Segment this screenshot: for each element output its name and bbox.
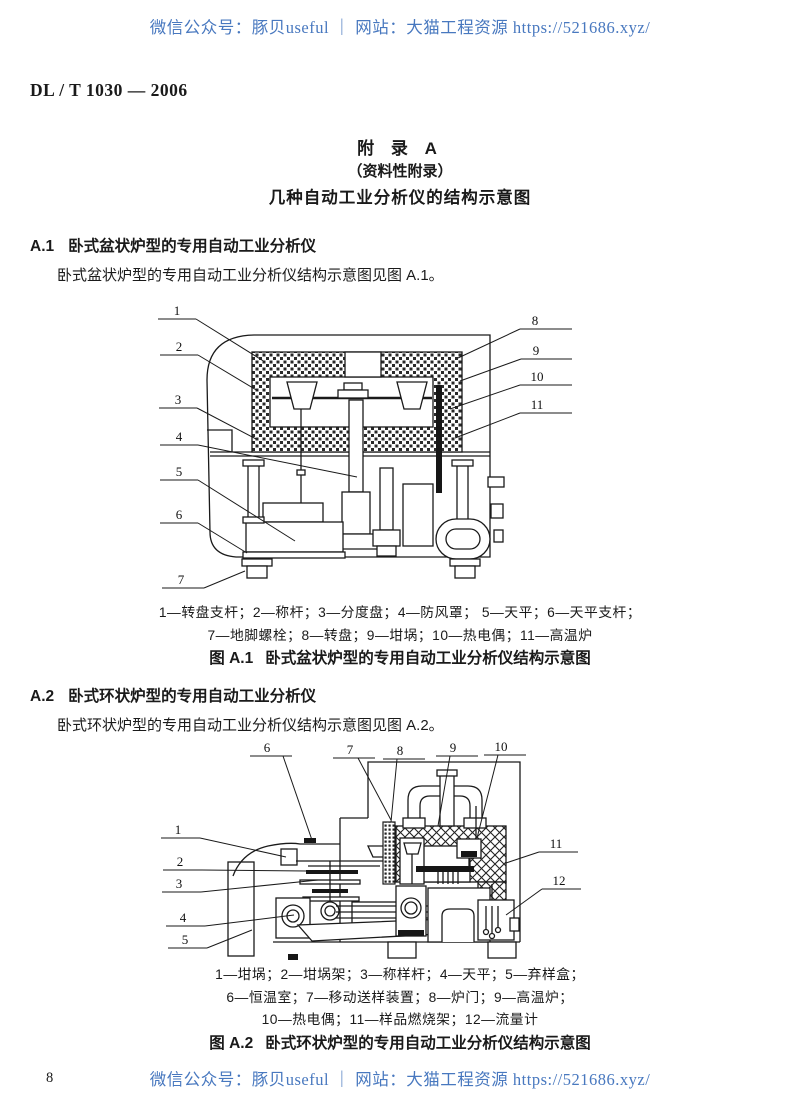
figure-a1-caption: 图 A.1 卧式盆状炉型的专用自动工业分析仪结构示意图 (0, 646, 800, 668)
svg-text:10: 10 (531, 369, 544, 384)
watermark-top: 微信公众号：豚贝useful ｜ 网站：大猫工程资源 https://52168… (149, 18, 651, 37)
svg-text:8: 8 (532, 313, 539, 328)
callout: 7 (333, 742, 392, 821)
appendix-heading: 几种自动工业分析仪的结构示意图 (268, 189, 532, 207)
svg-text:8: 8 (397, 743, 404, 758)
svg-text:7: 7 (347, 742, 354, 757)
svg-text:2: 2 (177, 854, 184, 869)
callout: 5 (168, 929, 253, 949)
figure-a2-diagram: 1 2 3 4 5 6 7 8 9 10 11 12 (161, 739, 581, 960)
svg-text:10: 10 (495, 739, 508, 754)
svg-text:4: 4 (180, 910, 187, 925)
svg-text:5: 5 (176, 464, 183, 479)
figure-a2-legend-line1: 1—坩埚；2—坩埚架；3—称样杆；4—天平；5—弃样盒； (215, 967, 585, 982)
page-number: 8 (46, 1070, 54, 1086)
figure-a2-caption: 图 A.2 卧式环状炉型的专用自动工业分析仪结构示意图 (0, 1031, 800, 1053)
callout: 8 (383, 743, 425, 823)
callout: 10 (449, 369, 572, 410)
callout: 1 (161, 822, 287, 858)
svg-text:1: 1 (174, 303, 181, 318)
figure-a2-legend-line2: 6—恒温室；7—移动送样装置；8—炉门；9—高温炉； (226, 990, 574, 1005)
figure-a2-label: 图 A.2 (209, 1035, 254, 1052)
callout: 4 (166, 910, 295, 927)
section-a1-number: A.1 (30, 238, 55, 255)
figure-a1-callouts: 1 2 3 4 5 6 7 8 9 10 11 (158, 303, 572, 589)
callout: 2 (163, 854, 308, 872)
svg-text:9: 9 (450, 740, 457, 755)
svg-text:3: 3 (176, 876, 183, 891)
svg-text:3: 3 (175, 392, 182, 407)
figure-a1-diagram: 1 2 3 4 5 6 7 8 9 10 11 (158, 303, 572, 589)
callout: 10 (476, 739, 526, 839)
svg-text:5: 5 (182, 932, 189, 947)
callout: 12 (505, 873, 581, 916)
section-a1-heading: A.1 卧式盆状炉型的专用自动工业分析仪 (30, 234, 316, 256)
svg-text:6: 6 (264, 740, 271, 755)
callout: 3 (159, 392, 257, 440)
svg-text:11: 11 (550, 836, 563, 851)
svg-text:4: 4 (176, 429, 183, 444)
callout: 3 (162, 876, 319, 893)
svg-text:9: 9 (533, 343, 540, 358)
section-a1-title: 卧式盆状炉型的专用自动工业分析仪 (68, 238, 317, 255)
figure-a1-caption-text: 卧式盆状炉型的专用自动工业分析仪结构示意图 (265, 650, 591, 667)
callout: 1 (158, 303, 266, 363)
section-a2-paragraph: 卧式环状炉型的专用自动工业分析仪结构示意图见图 A.2。 (57, 717, 444, 734)
figure-a2-legend-line3: 10—热电偶；11—样品燃烧架；12—流量计 (261, 1012, 539, 1027)
svg-text:2: 2 (176, 339, 183, 354)
callout: 2 (160, 339, 259, 392)
section-a2-heading: A.2 卧式环状炉型的专用自动工业分析仪 (30, 684, 316, 706)
figure-a1-label: 图 A.1 (209, 650, 254, 667)
callout: 9 (459, 343, 572, 382)
appendix-title: 附 录 A (357, 139, 443, 158)
callout: 4 (160, 429, 358, 478)
figure-a2-callouts: 1 2 3 4 5 6 7 8 9 10 11 12 (161, 739, 581, 949)
appendix-subtitle: （资料性附录） (347, 163, 453, 180)
section-a2-title: 卧式环状炉型的专用自动工业分析仪 (68, 688, 317, 705)
callout: 7 (162, 570, 246, 589)
svg-text:12: 12 (553, 873, 566, 888)
callout: 5 (160, 464, 296, 542)
figure-a1-legend-line2: 7—地脚螺栓；8—转盘；9—坩埚；10—热电偶；11—高温炉 (207, 628, 593, 643)
callout: 6 (160, 507, 248, 554)
svg-text:7: 7 (178, 572, 185, 587)
doc-number: DL / T 1030 — 2006 (30, 80, 188, 100)
section-a2-number: A.2 (30, 688, 55, 705)
svg-text:1: 1 (175, 822, 182, 837)
watermark-bottom: 微信公众号：豚贝useful ｜ 网站：大猫工程资源 https://52168… (149, 1070, 651, 1089)
svg-text:6: 6 (176, 507, 183, 522)
callout: 9 (436, 740, 478, 827)
callout: 8 (457, 313, 572, 359)
figure-a1-legend-line1: 1—转盘支杆；2—称杆；3—分度盘；4—防风罩； 5—天平；6—天平支杆； (158, 605, 642, 620)
figure-a2-caption-text: 卧式环状炉型的专用自动工业分析仪结构示意图 (265, 1035, 591, 1052)
machine-body-a1 (206, 334, 505, 579)
machine-body-a2 (227, 761, 521, 960)
svg-text:11: 11 (531, 397, 544, 412)
callout: 11 (505, 836, 578, 864)
section-a1-paragraph: 卧式盆状炉型的专用自动工业分析仪结构示意图见图 A.1。 (57, 267, 444, 284)
callout: 6 (250, 740, 314, 844)
callout: 11 (454, 397, 572, 439)
